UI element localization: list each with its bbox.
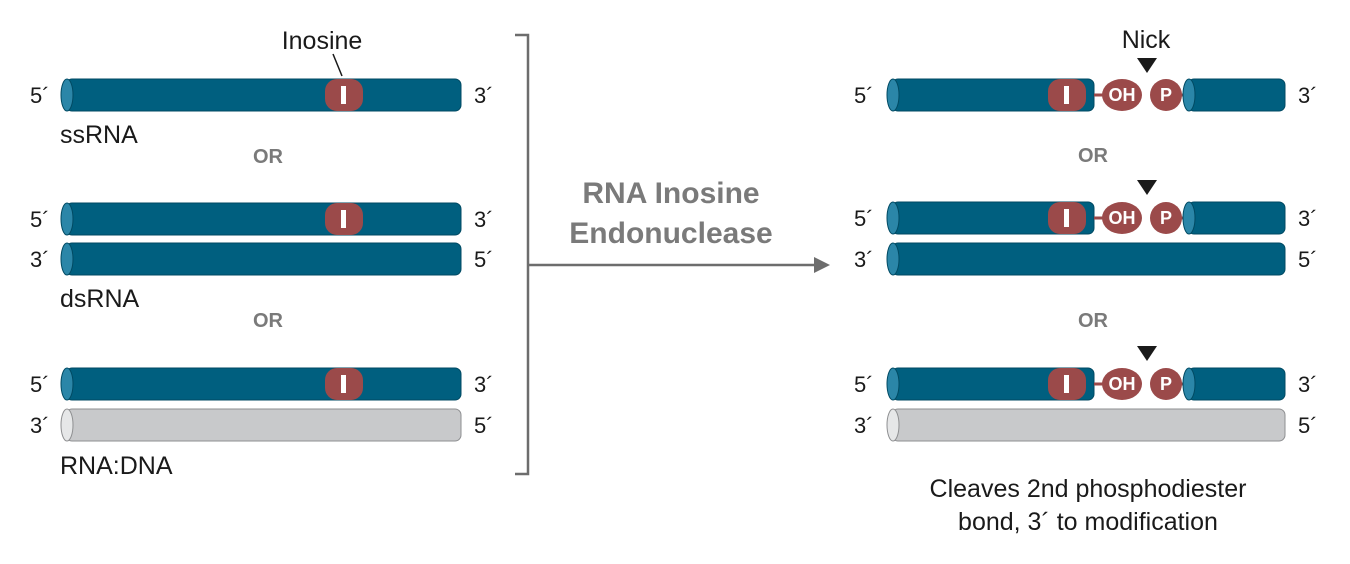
phosphate-group <box>1150 368 1182 400</box>
cleavage-caption-line2: bond, 3´ to modification <box>958 508 1218 536</box>
product2-bottom-3prime-label: 3´ <box>854 247 874 272</box>
product-right-fragment-end-cap <box>1182 201 1196 235</box>
dsrna-top-strand-end-cap <box>60 202 74 236</box>
dsrna-name-label: dsRNA <box>60 285 140 313</box>
oh-group-label: OH <box>1109 374 1136 394</box>
inosine-mark-bar <box>341 210 346 228</box>
product-right-fragment <box>1187 201 1286 235</box>
phosphate-group-label: P <box>1160 374 1172 394</box>
substrate-bracket <box>515 33 530 476</box>
nick-label: Nick <box>1122 26 1171 54</box>
enzyme-name-line1: RNA Inosine <box>582 177 759 210</box>
product3-bottom-3prime-label: 3´ <box>854 413 874 438</box>
product3-bottom-5prime-label: 5´ <box>1298 413 1318 438</box>
dsrna-bottom-strand-end-cap <box>60 242 74 276</box>
product-dna-strand <box>891 408 1286 442</box>
rnadna-name-label: RNA:DNA <box>60 452 173 480</box>
dsrna-top-strand-body <box>65 202 462 236</box>
product2-bottom-5prime-label: 5´ <box>1298 247 1318 272</box>
rnadna-dna-strand-body <box>65 408 462 442</box>
phosphate-group <box>1150 79 1182 111</box>
product-rnadna-nicked: OH P <box>886 367 1286 442</box>
product-left-fragment-end-cap <box>886 201 900 235</box>
or-label-right-2: OR <box>1078 310 1109 332</box>
ssrna-strand-end-cap <box>60 78 74 112</box>
product3-top-5prime-label: 5´ <box>854 372 874 397</box>
inosine-mark-bar <box>341 86 346 104</box>
product-dsrna-nicked: OH P <box>886 201 1286 276</box>
rnadna-dna-3prime-label: 3´ <box>30 413 50 438</box>
inosine-label: Inosine <box>282 27 363 55</box>
cleavage-caption-line1: Cleaves 2nd phosphodiester <box>930 475 1247 503</box>
oh-group-label: OH <box>1109 85 1136 105</box>
or-label-left-2: OR <box>253 310 284 332</box>
nick-marker-icon <box>1137 346 1157 361</box>
nick-marker-icon <box>1137 58 1157 73</box>
oh-group-label: OH <box>1109 208 1136 228</box>
product-complementary-strand <box>891 242 1286 276</box>
product2-top-3prime-label: 3´ <box>1298 206 1318 231</box>
product-right-fragment-end-cap <box>1182 78 1196 112</box>
product-left-fragment-end-cap <box>886 78 900 112</box>
product1-5prime-label: 5´ <box>854 83 874 108</box>
inosine-mark-bar <box>341 375 346 393</box>
phosphate-group-label: P <box>1160 208 1172 228</box>
rnadna-rna-5prime-label: 5´ <box>30 372 50 397</box>
nick-marker-icon <box>1137 180 1157 195</box>
product-right-fragment-end-cap <box>1182 367 1196 401</box>
inosine-mark-bar <box>1064 209 1069 227</box>
inosine-mark-bar <box>1064 375 1069 393</box>
oh-group <box>1102 368 1142 400</box>
rnadna-rna-strand <box>60 367 462 401</box>
dsrna-top-5prime-label: 5´ <box>30 207 50 232</box>
dsrna-top-strand <box>60 202 462 236</box>
dsrna-bottom-strand <box>60 242 462 276</box>
product2-top-5prime-label: 5´ <box>854 206 874 231</box>
rnadna-rna-strand-end-cap <box>60 367 74 401</box>
rnadna-dna-5prime-label: 5´ <box>474 413 494 438</box>
or-label-left-1: OR <box>253 146 284 168</box>
phosphate-group <box>1150 202 1182 234</box>
ssrna-3prime-label: 3´ <box>474 83 494 108</box>
rnadna-dna-strand <box>60 408 462 442</box>
product-right-fragment <box>1187 78 1286 112</box>
oh-group <box>1102 79 1142 111</box>
product-ssrna-nicked: OH P <box>886 78 1286 112</box>
enzyme-name-line2: Endonuclease <box>569 217 772 250</box>
phosphate-group-label: P <box>1160 85 1172 105</box>
inosine-leader-line <box>332 53 343 77</box>
ssrna-strand-body <box>65 78 462 112</box>
product-dna-strand-end-cap <box>886 408 900 442</box>
dsrna-bottom-5prime-label: 5´ <box>474 247 494 272</box>
product-complementary-strand-end-cap <box>886 242 900 276</box>
product1-3prime-label: 3´ <box>1298 83 1318 108</box>
product-left-fragment-end-cap <box>886 367 900 401</box>
inosine-mark-bar <box>1064 86 1069 104</box>
dsrna-bottom-3prime-label: 3´ <box>30 247 50 272</box>
dsrna-top-3prime-label: 3´ <box>474 207 494 232</box>
ssrna-strand <box>60 78 462 112</box>
product-right-fragment <box>1187 367 1286 401</box>
rnadna-rna-strand-body <box>65 367 462 401</box>
ssrna-name-label: ssRNA <box>60 121 138 149</box>
oh-group <box>1102 202 1142 234</box>
dsrna-bottom-strand-body <box>65 242 462 276</box>
reaction-arrow-head <box>814 257 830 273</box>
or-label-right-1: OR <box>1078 145 1109 167</box>
product3-top-3prime-label: 3´ <box>1298 372 1318 397</box>
ssrna-5prime-label: 5´ <box>30 83 50 108</box>
rnadna-rna-3prime-label: 3´ <box>474 372 494 397</box>
rnadna-dna-strand-end-cap <box>60 408 74 442</box>
